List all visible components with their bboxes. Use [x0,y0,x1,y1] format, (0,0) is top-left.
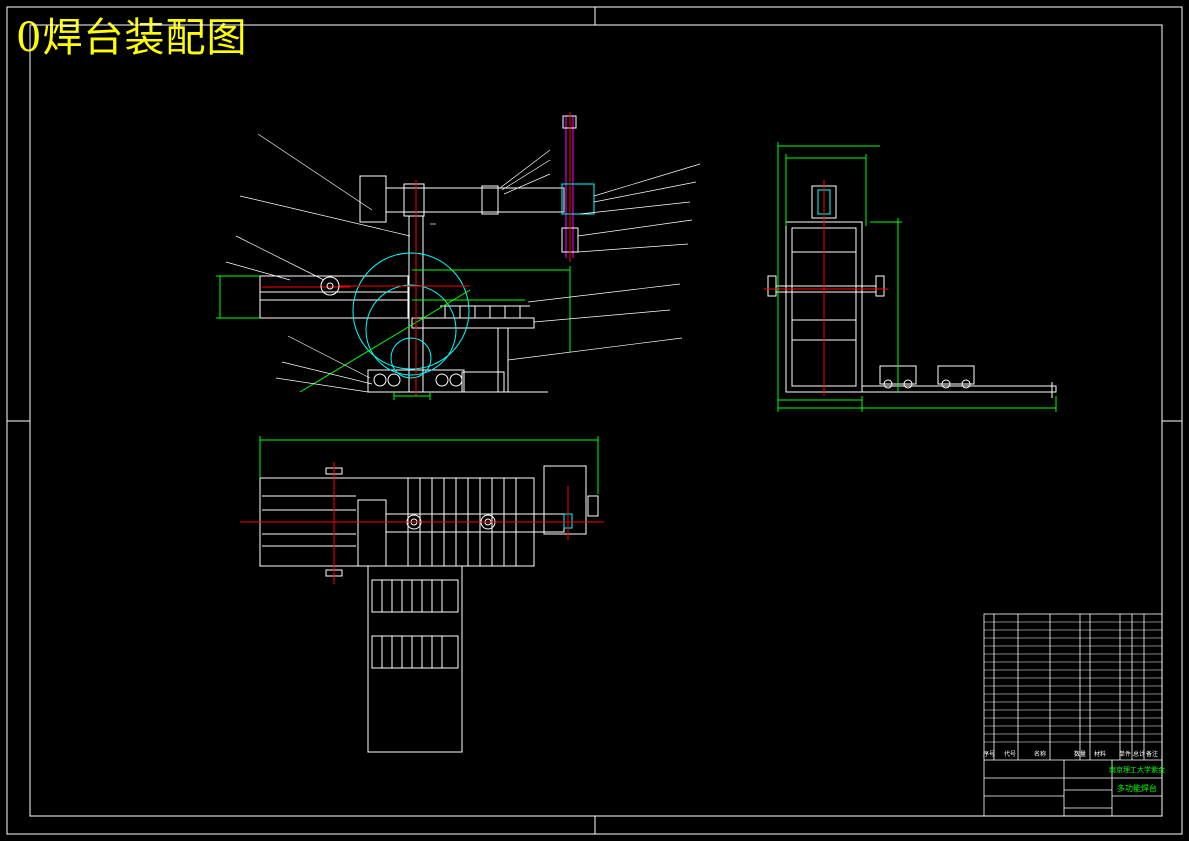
header-col-3: 数量 [1074,750,1086,758]
workpiece-circles [299,252,471,393]
title-block-school: 南京理工大学紫金 [1109,765,1165,774]
front-dimensions [216,266,571,400]
horizontal-arm [385,187,565,213]
title-block [983,613,1163,817]
title-block-rows [984,621,1162,743]
header-col-6: 备注 [1146,750,1158,758]
top-dimensions [259,436,599,494]
top-centerlines [240,462,604,584]
torch-head [561,183,595,215]
front-view [259,115,595,393]
top-view [259,465,599,753]
title-block-header: 序号 代号 名称 数量 材料 单件 总计 备注 [983,750,1158,758]
front-leaders [225,133,701,393]
work-table [411,317,535,329]
lower-conveyor [367,565,463,753]
side-dimensions [777,142,1057,412]
header-col-5: 单件 总计 [1119,750,1145,758]
counterweight [359,175,387,223]
drawing-title: 0焊台装配图 [16,15,248,61]
top-track-rows [262,495,356,547]
side-view [767,185,1057,398]
side-base-rail [861,385,1057,393]
header-col-4: 材料 [1094,750,1106,758]
header-col-2: 名称 [1034,750,1046,758]
side-centerlines [764,180,888,396]
title-block-product: 多功能焊台 [1117,783,1157,793]
left-conveyor [259,275,409,319]
front-centerlines [340,112,571,396]
sheet-frame [6,6,1183,835]
header-col-0: 序号 [983,750,995,758]
header-col-1: 代号 [1004,750,1016,758]
